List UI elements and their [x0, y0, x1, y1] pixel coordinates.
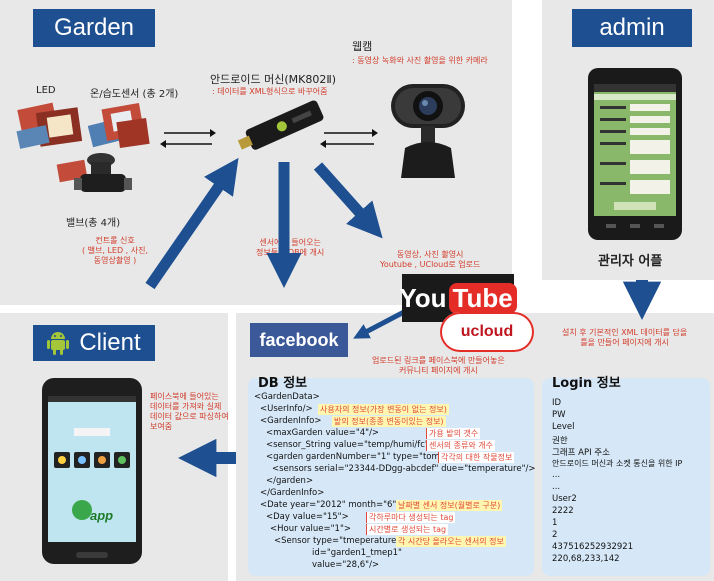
xml-line: <garden gardenNumber="1" type="tomato"/>	[266, 452, 468, 462]
video-upload-note: 동영상, 사진 촬영시 Youtube , UCloud로 업로드	[380, 250, 481, 269]
login-line: 그래프 API 주소	[552, 448, 610, 458]
login-line: User2	[552, 494, 577, 504]
android-machine-note: : 데이터를 XML형식으로 바꾸어줌	[212, 87, 328, 96]
webcam-image	[391, 84, 465, 178]
valve-image	[56, 153, 132, 192]
control-signal-note: 컨트롤 신호 ( 밸브, LED , 사진, 동영상촬영 )	[82, 236, 149, 265]
login-line: 2222	[552, 506, 574, 516]
webcam-label: 웹캠	[352, 40, 373, 53]
admin-title: admin	[572, 9, 692, 47]
xml-line: id="garden1_tmep1"	[312, 548, 402, 558]
login-line: ID	[552, 398, 562, 408]
client-app-logo-text: app	[90, 508, 114, 523]
xml-line: </GardenInfo>	[260, 488, 325, 498]
client-title: Client	[33, 325, 155, 361]
led-module-image	[16, 102, 83, 149]
login-line: 안드로이드 머신과 소켓 통신을 위한 IP	[552, 459, 683, 468]
login-line: 1	[552, 518, 558, 528]
youtube-you-text: You	[399, 282, 447, 313]
db-note: 각 시간당 올라오는 센서의 정보	[396, 536, 506, 547]
sensor-db-note: 센서에서 들어오는 정보들을 DB에 개시	[256, 238, 325, 257]
temp-humidity-sensor-image	[88, 102, 150, 148]
db-info-box: DB 정보 <GardenData> <UserInfo/> <GardenIn…	[248, 376, 536, 576]
login-info-box: Login 정보 ID PW Level 권한 그래프 API 주소 안드로이드…	[542, 376, 710, 576]
login-line: 권한	[552, 436, 568, 446]
facebook-logo: facebook	[250, 323, 348, 357]
xml-line: <sensors serial="23344-DDgg-abcdef" due=…	[272, 464, 536, 474]
sensor-label: 온/습도센서 (총 2개)	[90, 89, 179, 100]
exchange-arrows-right	[320, 129, 378, 148]
client-title-text: Client	[79, 329, 141, 356]
admin-app-label: 관리자 어플	[598, 254, 663, 269]
admin-phone-image	[588, 68, 682, 240]
login-line: 437516252932921	[552, 542, 634, 552]
android-stick-image	[237, 100, 324, 150]
facebook-note: 업로드된 링크를 페이스북에 만들어놓은 커뮤니티 페이지에 개시	[372, 356, 505, 375]
login-line: 2	[552, 530, 558, 540]
exchange-arrows-left	[160, 129, 216, 148]
xml-line: <sensor_String value="temp/humi/fc"/>	[266, 440, 439, 450]
login-line: Level	[552, 422, 575, 432]
xml-line: <GardenInfo>	[260, 416, 322, 426]
client-note: 페이스북에 들어있는 데이터를 가져와 실제 데이터 값으로 파싱하여 보여줌	[150, 392, 229, 431]
db-note: 밭의 정보(종종 변동이있는 정보)	[332, 416, 446, 427]
xml-line: <UserInfo/>	[260, 404, 313, 414]
db-note: 센서의 종류와 개수	[426, 440, 495, 451]
led-label: LED	[36, 85, 56, 96]
db-note: 각하루마다 생성되는 tag	[366, 512, 456, 523]
db-note: 사용자의 정보(가장 변동이 없는 정보)	[318, 404, 449, 415]
db-info-title: DB 정보	[258, 376, 308, 391]
db-note: 각각의 대한 작물정보	[438, 452, 515, 463]
login-info-title: Login 정보	[552, 376, 621, 391]
xml-line: <Date year="2012" month="6">	[260, 500, 404, 510]
xml-line: </garden>	[266, 476, 314, 486]
xml-line: <GardenData>	[254, 392, 320, 402]
webcam-note: : 동영상 녹화와 사진 촬영을 위한 카메라	[352, 56, 488, 65]
login-line: ...	[552, 470, 561, 480]
xml-line: <maxGarden value="4"/>	[266, 428, 380, 438]
admin-note: 설치 후 기본적인 XML 데이터를 담을 틀을 만들어 페이지에 개시	[562, 328, 688, 347]
garden-title: Garden	[33, 9, 155, 47]
login-line: 220,68,233,142	[552, 554, 620, 564]
xml-line: <Day value="15">	[266, 512, 349, 522]
db-note: 시간별로 생성되는 tag	[366, 524, 449, 535]
client-phone-image	[42, 378, 142, 564]
android-machine-label: 안드로이드 머신(MK802Ⅱ)	[210, 73, 337, 86]
valve-label: 밸브(총 4개)	[66, 218, 121, 229]
login-line: PW	[552, 410, 566, 420]
db-note: 날짜별 센서 정보(월별로 구분)	[396, 500, 503, 511]
ucloud-text: ucloud	[460, 323, 514, 340]
xml-line: <Sensor type="tmeperature"	[274, 536, 401, 546]
youtube-tube-text: Tube	[448, 282, 517, 314]
xml-line: value="28,6"/>	[312, 560, 380, 570]
android-robot-icon	[47, 332, 70, 355]
db-note: 가용 밭의 갯수	[426, 428, 481, 439]
xml-line: <Hour value="1">	[270, 524, 351, 534]
ucloud-logo: ucloud	[440, 312, 534, 352]
login-line: ...	[552, 482, 561, 492]
